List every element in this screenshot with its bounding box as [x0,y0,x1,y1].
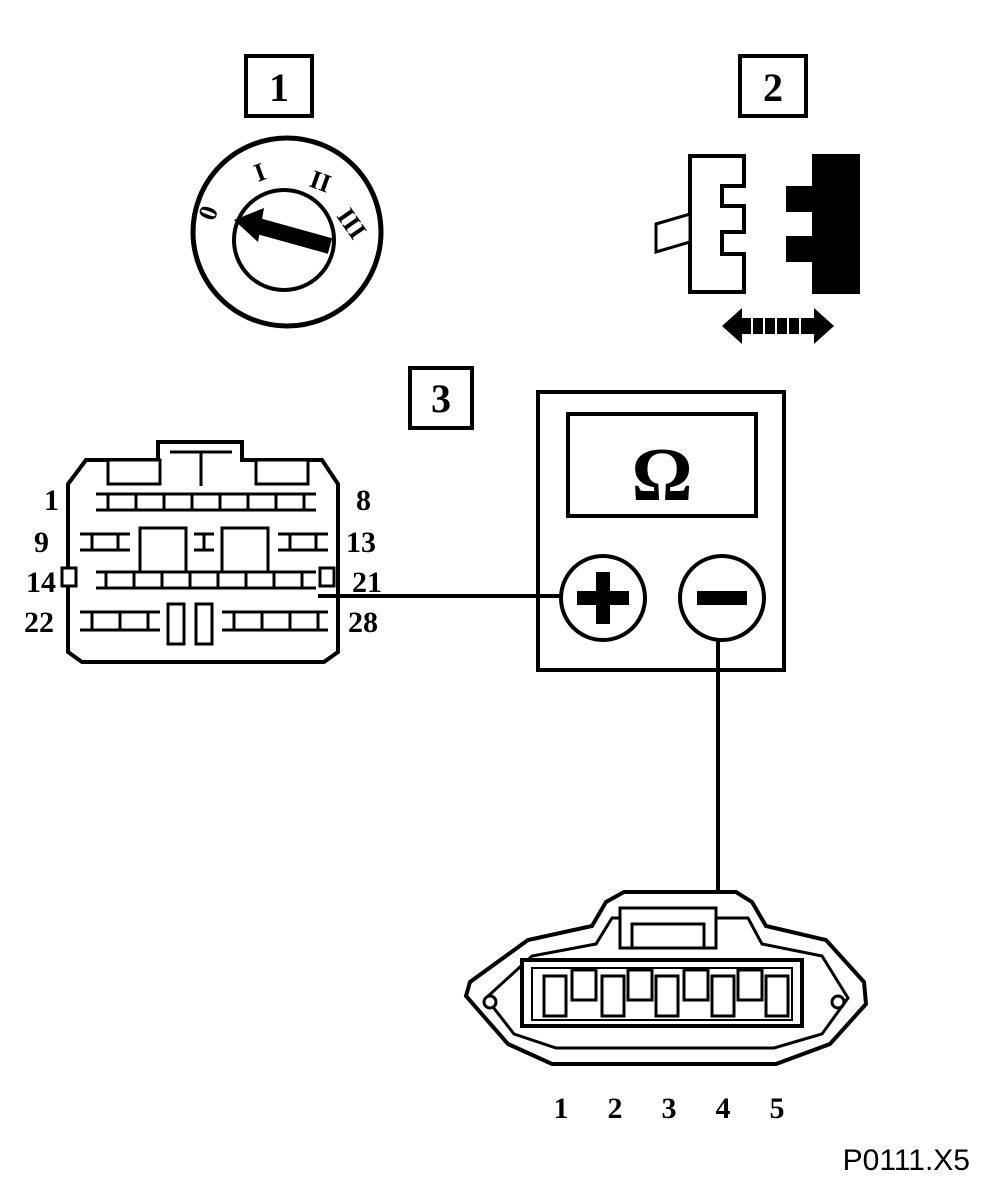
connector-28-row-4 [80,610,328,632]
ohmmeter: Ω [536,390,786,672]
connector-28-row-1 [96,492,316,512]
reference-code: P0111.X5 [843,1144,970,1177]
separate-double-arrow-icon [722,308,834,344]
ohmmeter-display [566,412,758,518]
connector-5-pin-label-5: 5 [770,1092,785,1125]
connector-5-pin-label-1: 1 [554,1092,569,1125]
step-2-box: 2 [738,54,808,118]
ohm-symbol: Ω [632,433,693,517]
ohmmeter-plus-terminal [559,554,647,642]
pin-label-28: 28 [348,606,378,639]
connector-5-pin-label-2: 2 [608,1092,623,1125]
pin-label-21: 21 [352,566,382,599]
disconnect-connector-icon [654,154,860,344]
pin-label-22: 22 [24,606,54,639]
pin-label-1: 1 [44,484,59,517]
ignition-switch-icon: 0 I II III [190,135,384,329]
pin-label-9: 9 [34,526,49,559]
connector-28-row-2 [80,532,328,552]
connector-28-row-3 [96,570,316,590]
ohmmeter-minus-terminal [678,554,766,642]
connector-5-pin: 1 2 3 4 5 [463,890,869,1125]
connector-28-pin: 1 8 9 13 14 21 22 28 [24,440,382,664]
pin-label-8: 8 [356,484,371,517]
pin-label-13: 13 [346,526,376,559]
step-1-box: 1 [244,54,314,118]
pin-label-14: 14 [26,566,56,599]
step-3-box: 3 [408,366,474,430]
step-3-label: 3 [431,376,451,421]
connector-5-pin-label-4: 4 [716,1092,731,1125]
step-1-label: 1 [269,65,289,110]
connector-5-pin-label-3: 3 [662,1092,677,1125]
ignition-key-arrow-icon [234,208,333,254]
step-2-label: 2 [763,65,783,110]
